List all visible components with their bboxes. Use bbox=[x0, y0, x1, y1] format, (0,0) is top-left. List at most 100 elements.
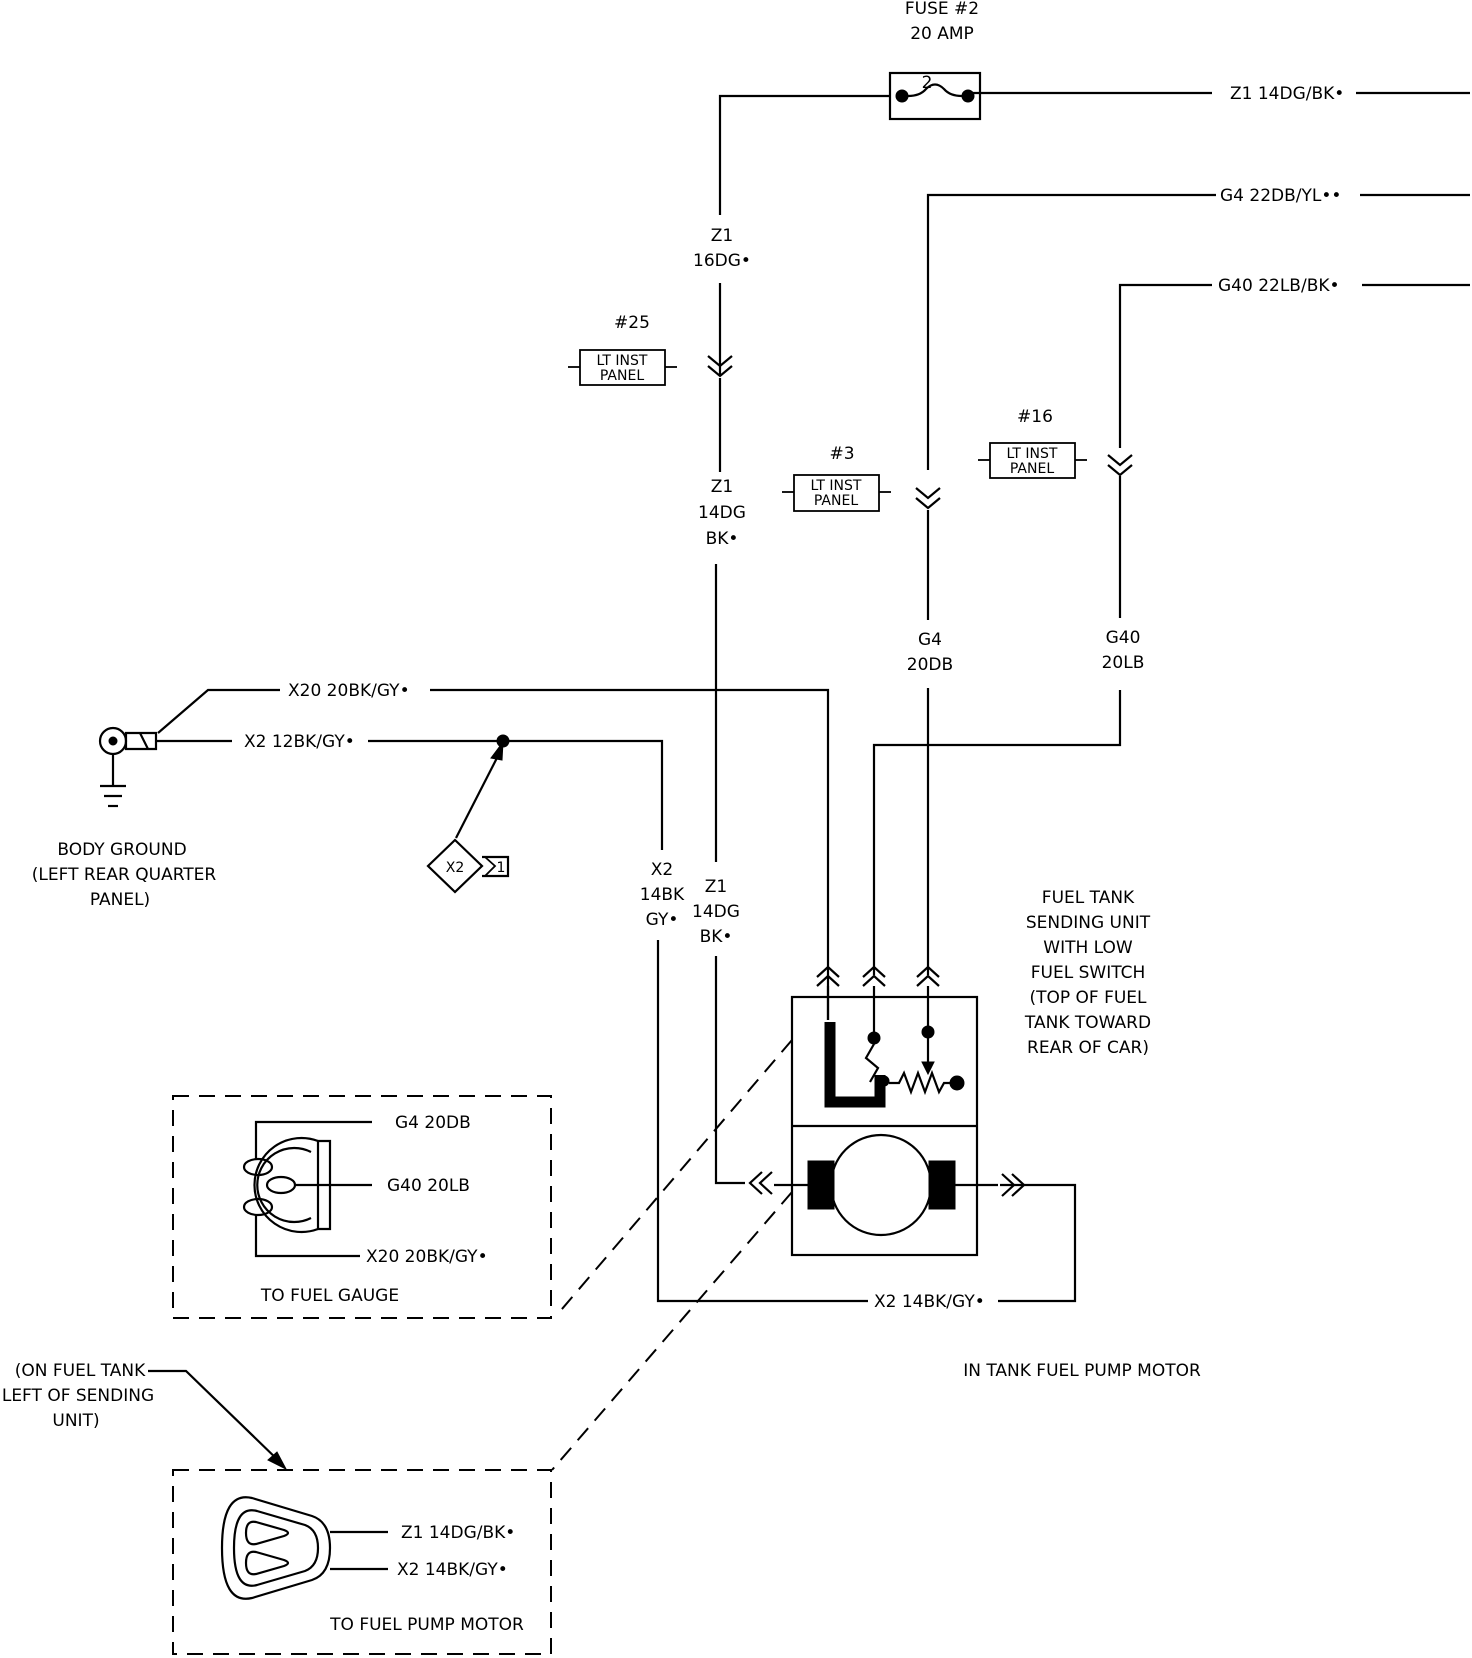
pump-connector-location-2: LEFT OF SENDING bbox=[2, 1386, 154, 1406]
wire-z1-fuse-down bbox=[718, 94, 890, 215]
wire-label-x2-vert-b: 14BK bbox=[640, 885, 685, 905]
connector-16: #16 LT INST PANEL bbox=[978, 407, 1087, 479]
wire-label-z1-mid-c: BK• bbox=[706, 529, 739, 549]
fuse-terminal-left bbox=[895, 89, 909, 103]
sending-unit-label: FUEL TANK SENDING UNIT WITH LOW FUEL SWI… bbox=[1024, 888, 1151, 1058]
wire-label-z1-low-a: Z1 bbox=[705, 877, 727, 897]
sender-resistor-icon bbox=[889, 1069, 952, 1096]
gauge-connector-frame bbox=[172, 1095, 552, 1319]
ground-label-3: PANEL) bbox=[90, 890, 150, 910]
connector-3-line1: LT INST bbox=[811, 478, 862, 494]
fuel-pump-motor-icon bbox=[829, 1133, 933, 1237]
fuel-gauge-connector-detail: G4 20DB G40 20LB X20 20BK/GY• TO FUEL GA… bbox=[172, 1095, 552, 1319]
pump-connector-location-3: UNIT) bbox=[52, 1411, 99, 1431]
splice-label: X2 bbox=[446, 860, 465, 876]
fuse-terminal-right bbox=[961, 89, 975, 103]
low-fuel-switch-icon bbox=[864, 1043, 880, 1083]
wire-label-x2-vert-a: X2 bbox=[651, 860, 673, 880]
svg-text:(TOP OF FUEL: (TOP OF FUEL bbox=[1029, 988, 1147, 1008]
connector-3-box bbox=[793, 474, 880, 512]
gauge-connector-caption: TO FUEL GAUGE bbox=[260, 1286, 399, 1306]
wire-label-x2-vert-c: GY• bbox=[646, 910, 679, 930]
wire-label-g4-a: G4 bbox=[918, 630, 942, 650]
wire-label-x2-ground: X2 12BK/GY• bbox=[244, 732, 355, 752]
sender-pin-g4-icon bbox=[916, 965, 940, 987]
wire-g40-lower bbox=[872, 690, 1122, 975]
connector-pin-16-icon bbox=[1107, 454, 1133, 477]
wire-label-z1-mid-b: 14DG bbox=[698, 503, 746, 523]
svg-text:FUEL TANK: FUEL TANK bbox=[1042, 888, 1135, 908]
wire-label-g40-a: G40 bbox=[1106, 628, 1141, 648]
connector-25: #25 LT INST PANEL bbox=[568, 313, 677, 386]
motor-brush-right bbox=[928, 1160, 956, 1210]
wire-x2-to-pump bbox=[998, 1183, 1077, 1303]
pump-location-pointer bbox=[148, 1369, 283, 1465]
fuse-label-1: FUSE #2 bbox=[905, 0, 979, 19]
leader-gauge-connector bbox=[555, 1039, 793, 1317]
gauge-pin-g40: G40 20LB bbox=[387, 1176, 470, 1196]
pump-connector-caption: TO FUEL PUMP MOTOR bbox=[329, 1615, 524, 1635]
motor-brush-left bbox=[807, 1160, 835, 1210]
low-fuel-switch-ground-icon bbox=[824, 1022, 886, 1108]
svg-text:REAR OF CAR): REAR OF CAR) bbox=[1027, 1038, 1149, 1058]
wire-x20 bbox=[430, 688, 830, 1020]
fuse-2: FUSE #2 20 AMP 2 bbox=[888, 0, 982, 121]
connector-25-line2: PANEL bbox=[600, 368, 644, 384]
wire-label-z1-upper-a: Z1 bbox=[711, 226, 733, 246]
pump-pin-x2-icon bbox=[1001, 1173, 1026, 1197]
splice-pointer bbox=[455, 751, 501, 839]
wire-g40-upper bbox=[1118, 283, 1212, 448]
sender-pin-g40-icon bbox=[862, 965, 886, 987]
sender-pin-x20-icon bbox=[816, 965, 840, 987]
connector-3-id: #3 bbox=[829, 444, 854, 464]
body-ground: BODY GROUND (LEFT REAR QUARTER PANEL) bbox=[32, 726, 217, 910]
ground-label-1: BODY GROUND bbox=[57, 840, 186, 860]
pump-pin-x2: X2 14BK/GY• bbox=[397, 1560, 508, 1580]
connector-16-id: #16 bbox=[1017, 407, 1053, 427]
wire-label-z1-upper-b: 16DG• bbox=[693, 251, 751, 271]
wire-label-z1-mid-a: Z1 bbox=[711, 477, 733, 497]
connector-3: #3 LT INST PANEL bbox=[782, 444, 891, 512]
gauge-pin-g4: G4 20DB bbox=[395, 1113, 471, 1133]
wire-label-z1-top: Z1 14DG/BK• bbox=[1230, 84, 1344, 104]
pump-pin-z1: Z1 14DG/BK• bbox=[401, 1523, 515, 1543]
fuse-element-icon bbox=[907, 83, 963, 98]
gauge-connector-body-icon bbox=[253, 1136, 319, 1234]
leader-pump-connector bbox=[551, 1191, 793, 1471]
wire-x2-bottom bbox=[656, 940, 868, 1303]
wire-label-g40-top: G40 22LB/BK• bbox=[1218, 276, 1340, 296]
connector-25-line1: LT INST bbox=[597, 353, 648, 369]
splice-x2: X2 1 bbox=[426, 838, 510, 894]
pump-connector-body-icon bbox=[220, 1496, 332, 1600]
connector-3-line2: PANEL bbox=[814, 493, 858, 509]
connector-25-id: #25 bbox=[614, 313, 650, 333]
connector-16-line2: PANEL bbox=[1010, 461, 1054, 477]
svg-text:SENDING UNIT: SENDING UNIT bbox=[1026, 913, 1151, 933]
wire-label-g4-top: G4 22DB/YL•• bbox=[1220, 186, 1341, 206]
wire-label-z1-low-b: 14DG bbox=[692, 902, 740, 922]
pump-motor-label: IN TANK FUEL PUMP MOTOR bbox=[963, 1361, 1201, 1381]
pump-pin-z1-icon bbox=[748, 1171, 773, 1195]
fuse-number: 2 bbox=[922, 73, 933, 93]
wire-g4-upper bbox=[926, 193, 1216, 470]
wire-label-g40-b: 20LB bbox=[1102, 653, 1145, 673]
svg-text:WITH LOW: WITH LOW bbox=[1043, 938, 1133, 958]
pump-connector-frame bbox=[172, 1469, 552, 1655]
wire-x2-splice bbox=[368, 739, 664, 850]
wire-label-x2-bottom: X2 14BK/GY• bbox=[874, 1292, 985, 1312]
connector-pin-25-icon bbox=[707, 355, 733, 378]
wire-label-x20: X20 20BK/GY• bbox=[288, 681, 410, 701]
wire-x20-ground bbox=[157, 688, 280, 734]
fuse-label-2: 20 AMP bbox=[910, 24, 974, 44]
wire-label-z1-low-c: BK• bbox=[700, 927, 733, 947]
pump-connector-location-1: (ON FUEL TANK bbox=[15, 1361, 146, 1381]
splice-diamond bbox=[426, 838, 484, 894]
wire-label-g4-b: 20DB bbox=[907, 655, 953, 675]
connector-16-line1: LT INST bbox=[1007, 446, 1058, 462]
svg-text:FUEL SWITCH: FUEL SWITCH bbox=[1031, 963, 1146, 983]
splice-pin: 1 bbox=[497, 860, 506, 876]
wire-z1-to-pump bbox=[714, 956, 745, 1185]
ground-label-2: (LEFT REAR QUARTER bbox=[32, 865, 217, 885]
fuel-pump-connector-detail: (ON FUEL TANK LEFT OF SENDING UNIT) Z1 1… bbox=[2, 1361, 552, 1655]
